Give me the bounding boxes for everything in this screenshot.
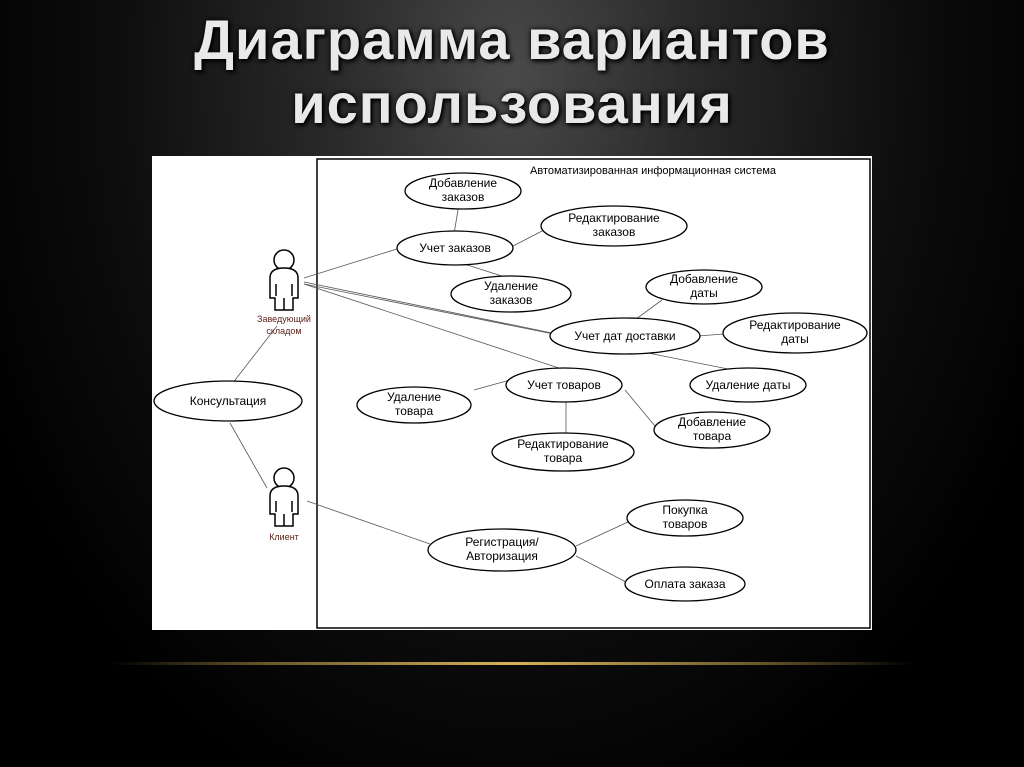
use-case-payment-label: Оплата заказа bbox=[644, 577, 725, 591]
use-case-order-accounting: Учет заказов bbox=[396, 230, 514, 266]
use-case-delivery-dates-label: Учет дат доставки bbox=[574, 329, 675, 343]
use-case-add-product: Добавление товара bbox=[653, 411, 771, 449]
use-case-edit-orders-label-1: Редактирование bbox=[568, 211, 660, 225]
use-case-add-date-label-1: Добавление bbox=[670, 272, 738, 286]
use-case-diagram: Автоматизированная информационная систем… bbox=[152, 156, 872, 630]
use-case-delete-orders: Удаление заказов bbox=[450, 275, 572, 313]
use-case-purchase-label-2: товаров bbox=[663, 517, 708, 531]
use-case-consultation: Консультация bbox=[153, 380, 303, 422]
association-manager-orders bbox=[303, 247, 401, 279]
association-client-consultation bbox=[229, 422, 268, 489]
use-case-purchase: Покупка товаров bbox=[626, 499, 744, 537]
association-manager-products bbox=[303, 283, 578, 375]
use-case-registration-label-2: Авторизация bbox=[466, 549, 538, 563]
person-icon bbox=[269, 467, 299, 527]
use-case-product-accounting: Учет товаров bbox=[505, 367, 623, 403]
association-manager-consultation bbox=[231, 325, 278, 385]
association-manager-delivery-dates bbox=[303, 281, 553, 334]
association-lines bbox=[229, 197, 749, 583]
use-cases: Консультация Добавление заказов Учет зак… bbox=[153, 172, 868, 602]
use-case-edit-orders: Редактирование заказов bbox=[540, 205, 688, 247]
link-registration-purchase bbox=[575, 521, 629, 547]
link-products-delete bbox=[473, 379, 511, 391]
link-products-add bbox=[624, 389, 656, 427]
actor-warehouse-manager-label-1: Заведующий bbox=[257, 314, 311, 324]
association-client-registration bbox=[306, 500, 431, 545]
use-case-delete-product-label-1: Удаление bbox=[387, 390, 441, 404]
use-case-edit-date-label-2: даты bbox=[781, 332, 809, 346]
use-case-delete-product-label-2: товара bbox=[395, 404, 434, 418]
actor-client: Клиент bbox=[269, 467, 299, 542]
person-icon bbox=[269, 249, 299, 311]
use-case-add-product-label-2: товара bbox=[693, 429, 732, 443]
association-manager-delete-date bbox=[303, 283, 749, 374]
use-case-add-orders-label-1: Добавление bbox=[429, 176, 497, 190]
use-case-delete-orders-label-2: заказов bbox=[490, 293, 533, 307]
use-case-registration-label-1: Регистрация/ bbox=[465, 535, 539, 549]
use-case-delete-date-label: Удаление даты bbox=[706, 378, 791, 392]
system-boundary bbox=[316, 158, 871, 629]
use-case-add-product-label-1: Добавление bbox=[678, 415, 746, 429]
slide-title-line-2: использования bbox=[291, 72, 733, 135]
use-case-add-date-label-2: даты bbox=[690, 286, 718, 300]
actor-warehouse-manager-label-2: складом bbox=[266, 326, 301, 336]
use-case-edit-product: Редактирование товара bbox=[491, 432, 635, 472]
use-case-delivery-dates: Учет дат доставки bbox=[549, 317, 701, 355]
use-case-payment: Оплата заказа bbox=[624, 566, 746, 602]
use-case-edit-orders-label-2: заказов bbox=[593, 225, 636, 239]
use-case-add-orders-label-2: заказов bbox=[442, 190, 485, 204]
use-case-add-date: Добавление даты bbox=[645, 269, 763, 305]
use-case-purchase-label-1: Покупка bbox=[662, 503, 708, 517]
actor-warehouse-manager: Заведующий складом bbox=[257, 249, 311, 336]
accent-divider bbox=[110, 662, 914, 665]
link-orders-edit bbox=[512, 229, 545, 247]
use-case-delete-product: Удаление товара bbox=[356, 386, 472, 424]
use-case-product-accounting-label: Учет товаров bbox=[527, 378, 601, 392]
use-case-edit-product-label-2: товара bbox=[544, 451, 583, 465]
use-case-delete-orders-label-1: Удаление bbox=[484, 279, 538, 293]
use-case-edit-date-label-1: Редактирование bbox=[749, 318, 841, 332]
link-dates-edit bbox=[697, 333, 725, 337]
slide-title-line-1: Диаграмма вариантов bbox=[194, 8, 830, 71]
use-case-edit-product-label-1: Редактирование bbox=[517, 437, 609, 451]
use-case-add-orders: Добавление заказов bbox=[404, 172, 522, 210]
use-case-consultation-label: Консультация bbox=[190, 394, 266, 408]
use-case-order-accounting-label: Учет заказов bbox=[419, 241, 491, 255]
use-case-edit-date: Редактирование даты bbox=[722, 312, 868, 354]
use-case-delete-date: Удаление даты bbox=[689, 367, 807, 403]
actor-client-label: Клиент bbox=[269, 532, 299, 542]
link-registration-payment bbox=[575, 555, 627, 583]
slide-title: Диаграмма вариантов использования bbox=[0, 8, 1024, 136]
use-case-registration: Регистрация/ Авторизация bbox=[427, 528, 577, 572]
system-boundary-label: Автоматизированная информационная систем… bbox=[530, 165, 777, 177]
diagram-canvas: Автоматизированная информационная систем… bbox=[153, 158, 871, 629]
